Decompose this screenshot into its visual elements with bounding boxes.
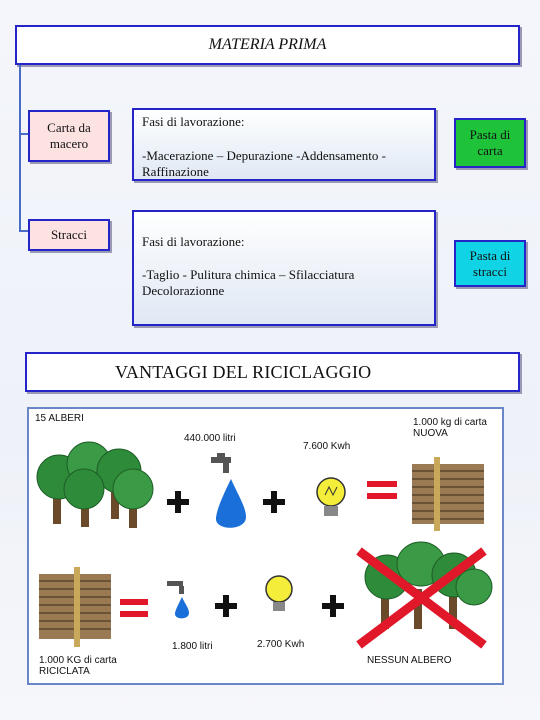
energy-label-new: 7.600 Kwh — [303, 441, 351, 452]
phase-steps: -Macerazione – Depurazione -Addensamento… — [142, 148, 386, 179]
bulb-icon — [265, 575, 293, 611]
connector-to-macero — [19, 133, 29, 135]
title-box: MATERIA PRIMA — [15, 25, 520, 65]
plus-icon — [167, 491, 189, 513]
trees-label: 15 ALBERI — [35, 413, 84, 424]
phase-heading: Fasi di lavorazione: — [142, 114, 245, 129]
bulb-icon — [316, 477, 346, 516]
plus-icon — [322, 595, 344, 617]
source-label: Stracci — [50, 227, 88, 242]
paper-stack-icon — [412, 457, 484, 531]
phase-box-stracci: Fasi di lavorazione: -Taglio - Pulitura … — [132, 210, 436, 326]
connector-to-stracci — [19, 230, 29, 232]
source-stracci: Stracci — [28, 219, 110, 251]
water-drop-icon — [211, 453, 246, 528]
energy-label-recycled: 2.700 Kwh — [257, 639, 305, 650]
illustration-drawing — [36, 441, 493, 649]
benefits-title: VANTAGGI DEL RICICLAGGIO — [115, 361, 372, 382]
equals-icon — [120, 599, 148, 617]
result-label-recycled: NESSUN ALBERO — [367, 655, 452, 666]
product-label: Pasta di carta — [469, 127, 511, 158]
trees-icon — [36, 441, 154, 528]
phase-box-carta: Fasi di lavorazione: -Macerazione – Depu… — [132, 108, 436, 181]
source-label: Carta da macero — [47, 120, 91, 151]
paper-stack-icon — [39, 567, 111, 647]
product-pasta-di-stracci: Pasta di stracci — [454, 240, 526, 287]
connector-vertical — [19, 65, 21, 231]
diagram-title: MATERIA PRIMA — [208, 36, 327, 53]
result-label-new: 1.000 kg di carta NUOVA — [413, 417, 487, 439]
water-label-recycled: 1.800 litri — [172, 641, 213, 652]
plus-icon — [263, 491, 285, 513]
crossed-trees-icon — [356, 541, 493, 649]
product-pasta-di-carta: Pasta di carta — [454, 118, 526, 168]
product-label: Pasta di stracci — [469, 247, 511, 279]
recycling-illustration: 15 ALBERI 440.000 litri 7.600 Kwh 1.000 … — [27, 407, 504, 685]
source-carta-da-macero: Carta da macero — [28, 110, 110, 162]
phase-steps: -Taglio - Pulitura chimica – Sfilacciatu… — [142, 267, 355, 298]
water-drop-icon — [167, 581, 189, 619]
benefits-title-box: VANTAGGI DEL RICICLAGGIO — [25, 352, 520, 392]
water-label-new: 440.000 litri — [184, 433, 236, 444]
equals-icon — [367, 481, 397, 499]
phase-heading: Fasi di lavorazione: — [142, 234, 245, 249]
source-label-recycled: 1.000 KG di carta RICICLATA — [39, 655, 117, 677]
plus-icon — [215, 595, 237, 617]
